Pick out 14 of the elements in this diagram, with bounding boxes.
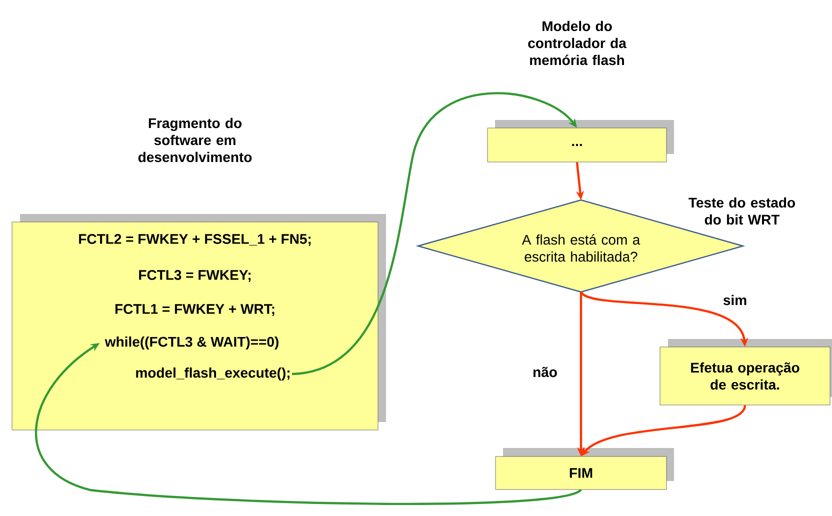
arrow xyxy=(292,92,577,376)
code-line: model_flash_execute(); xyxy=(136,367,290,381)
process-box: FIM xyxy=(495,448,674,490)
code-line: FCTL3 = FWKEY; xyxy=(139,270,251,282)
annotation: Teste do estado do bit WRT xyxy=(688,197,795,225)
process-box: ... xyxy=(487,120,674,162)
edge-label: não xyxy=(530,364,560,380)
edge-label: sim xyxy=(720,292,750,308)
process-box: Efetua operação de escrita. xyxy=(660,339,832,406)
code-line: FCTL1 = FWKEY + WRT; xyxy=(115,304,274,316)
arrow xyxy=(35,343,582,505)
code-line: while((FCTL3 & WAIT)==0) xyxy=(104,336,278,350)
heading: Fragmento do software em desenvolvimento xyxy=(138,118,252,162)
heading: Modelo do controlador da memória flash xyxy=(528,20,626,66)
